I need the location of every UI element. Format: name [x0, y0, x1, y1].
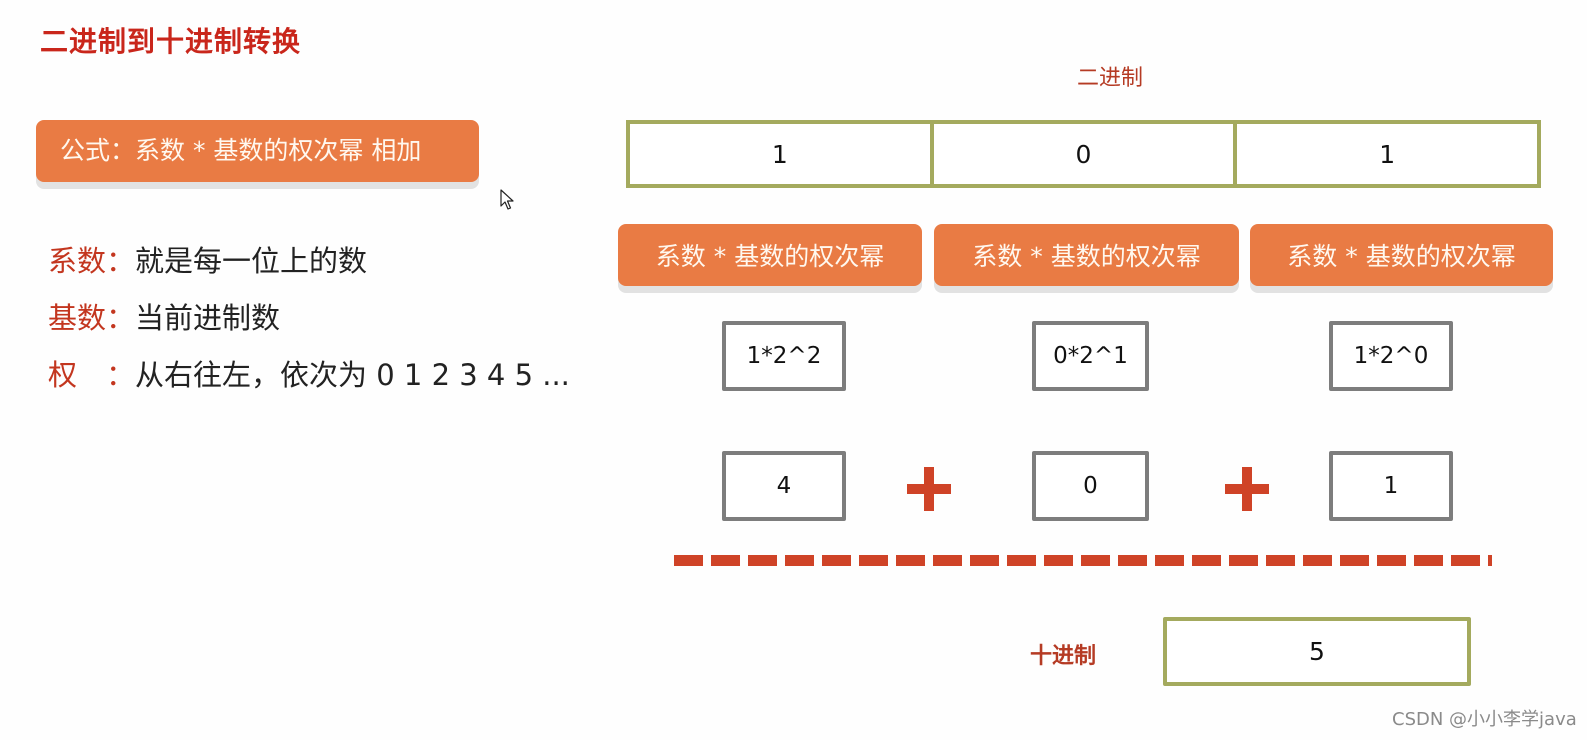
decimal-label: 十进制: [1030, 644, 1097, 669]
definition-base: 基数：当前进制数: [48, 297, 280, 339]
power-expression-box: 1*2^0: [1329, 321, 1453, 391]
formula-banner: 公式：系数 * 基数的权次幂 相加: [36, 120, 479, 182]
product-box: 0: [1032, 451, 1149, 521]
power-expression-box: 1*2^2: [722, 321, 846, 391]
mouse-cursor-icon: [500, 189, 514, 210]
definition-description: 就是每一位上的数: [135, 244, 368, 278]
plus-icon: [907, 467, 951, 511]
binary-digit-cell: 0: [929, 120, 1238, 188]
definition-term: 基数：: [48, 301, 136, 335]
coefficient-label: 系数 * 基数的权次幂: [1250, 224, 1553, 286]
definition-term: 权 ：: [48, 358, 136, 392]
binary-label: 二进制: [1076, 66, 1143, 91]
definition-description: 当前进制数: [135, 301, 281, 335]
product-box: 4: [722, 451, 846, 521]
plus-icon: [1225, 467, 1269, 511]
power-expression-box: 0*2^1: [1032, 321, 1149, 391]
coefficient-label: 系数 * 基数的权次幂: [618, 224, 922, 286]
definition-term: 系数：: [48, 244, 136, 278]
definition-description: 从右往左，依次为 0 1 2 3 4 5 ...: [135, 358, 570, 392]
decimal-result-box: 5: [1163, 617, 1471, 686]
definition-coefficient: 系数：就是每一位上的数: [48, 240, 367, 282]
binary-digit-cell: 1: [626, 120, 934, 188]
product-box: 1: [1329, 451, 1453, 521]
binary-digit-cell: 1: [1233, 120, 1542, 188]
sum-divider-dashed-line: [674, 555, 1492, 566]
coefficient-label: 系数 * 基数的权次幂: [934, 224, 1239, 286]
binary-digits-row: 1 0 1: [626, 120, 1542, 188]
watermark: CSDN @小小李学java: [1392, 709, 1577, 730]
definition-weight: 权 ：从右往左，依次为 0 1 2 3 4 5 ...: [48, 354, 570, 396]
page-title: 二进制到十进制转换: [40, 25, 302, 58]
